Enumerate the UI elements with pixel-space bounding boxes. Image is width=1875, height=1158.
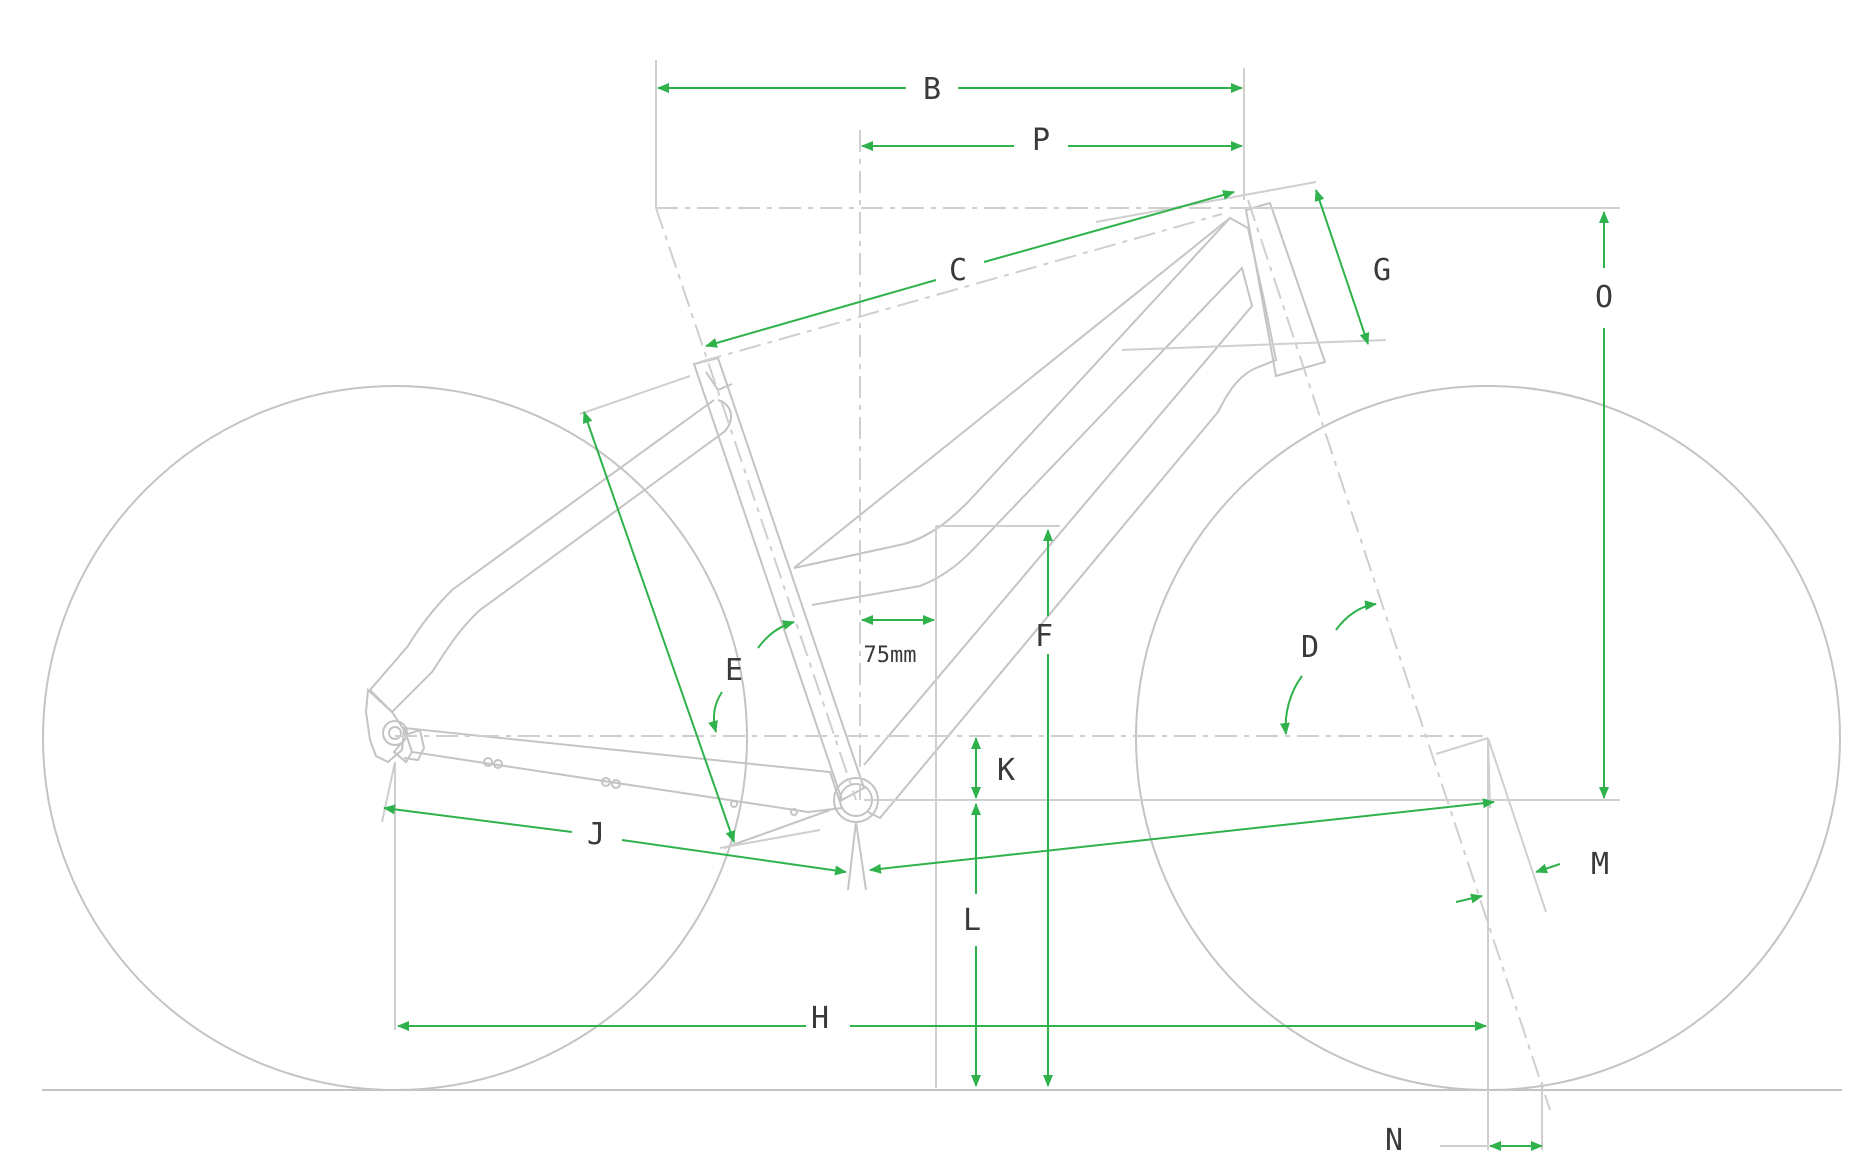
label-C: C [949, 253, 967, 288]
dim-C-left [705, 279, 937, 348]
dim-C-right [983, 190, 1235, 263]
label-F: F [1035, 619, 1053, 654]
dim-D-arc-bottom [1279, 675, 1303, 735]
dim-J-mid [621, 839, 847, 876]
label-L: L [963, 903, 981, 938]
seat-stay [368, 399, 733, 714]
label-P: P [1032, 123, 1050, 158]
label-B: B [923, 72, 941, 107]
head-tube [1244, 201, 1327, 378]
dim-D-arc-top [1335, 600, 1377, 631]
down-tube [811, 266, 1254, 766]
reference-lines [381, 60, 1620, 1150]
dim-J-diag [582, 411, 736, 843]
dimension-labels: B P C G O E D F 75mm K J L M H N [587, 72, 1613, 1158]
dropout [364, 687, 406, 764]
chain-stay [402, 726, 844, 814]
guide-lines [395, 130, 1551, 1111]
dim-J-left [383, 804, 573, 833]
label-M: M [1591, 847, 1609, 882]
dim-M-bottom [1455, 893, 1483, 904]
dim-E-arc-bottom [708, 691, 723, 733]
label-J: J [587, 817, 605, 852]
label-G: G [1373, 253, 1391, 288]
label-75mm: 75mm [864, 643, 917, 668]
seat-tube [692, 356, 866, 802]
dimension-lines [383, 83, 1609, 1151]
dim-G [1314, 189, 1370, 345]
dim-E-arc-top [757, 620, 795, 649]
label-N: N [1385, 1123, 1403, 1158]
top-tube [793, 216, 1278, 820]
label-E: E [725, 653, 743, 688]
dim-M-top [1535, 863, 1561, 874]
label-D: D [1301, 630, 1319, 665]
label-O: O [1595, 280, 1613, 315]
label-H: H [811, 1001, 829, 1036]
label-K: K [997, 753, 1015, 788]
frame-drawing [42, 201, 1842, 1091]
dim-J-right [869, 798, 1495, 874]
